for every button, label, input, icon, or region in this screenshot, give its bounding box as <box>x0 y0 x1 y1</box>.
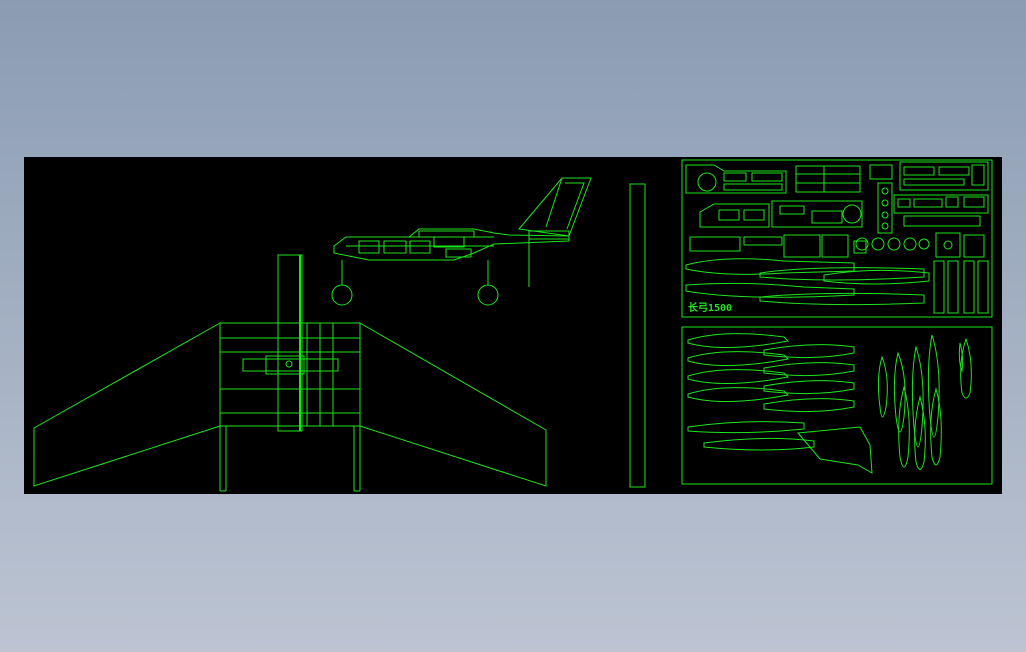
rear-wheel <box>477 284 499 306</box>
fuselage-top <box>277 254 303 432</box>
fuselage-side <box>333 228 570 261</box>
front-view-strip <box>629 183 646 488</box>
parts-sheet-lower <box>681 326 993 485</box>
left-wing-panel <box>33 322 221 487</box>
parts-sheet-lower-frame <box>681 326 993 485</box>
parts-sheet-upper-frame <box>681 159 993 318</box>
vertical-stabilizer <box>518 177 592 237</box>
front-wheel <box>331 284 353 306</box>
center-section <box>219 322 361 427</box>
parts-sheet-upper: 长弓1500 <box>681 159 993 318</box>
cad-drawing-canvas: 长弓1500 <box>33 159 993 492</box>
cad-drawing-viewport[interactable]: 长弓1500 <box>24 157 1002 494</box>
right-wing-panel <box>359 322 547 487</box>
top-view-wing <box>33 254 547 492</box>
side-view-fuselage <box>331 177 592 306</box>
parts-sheet-label: 长弓1500 <box>688 301 732 314</box>
